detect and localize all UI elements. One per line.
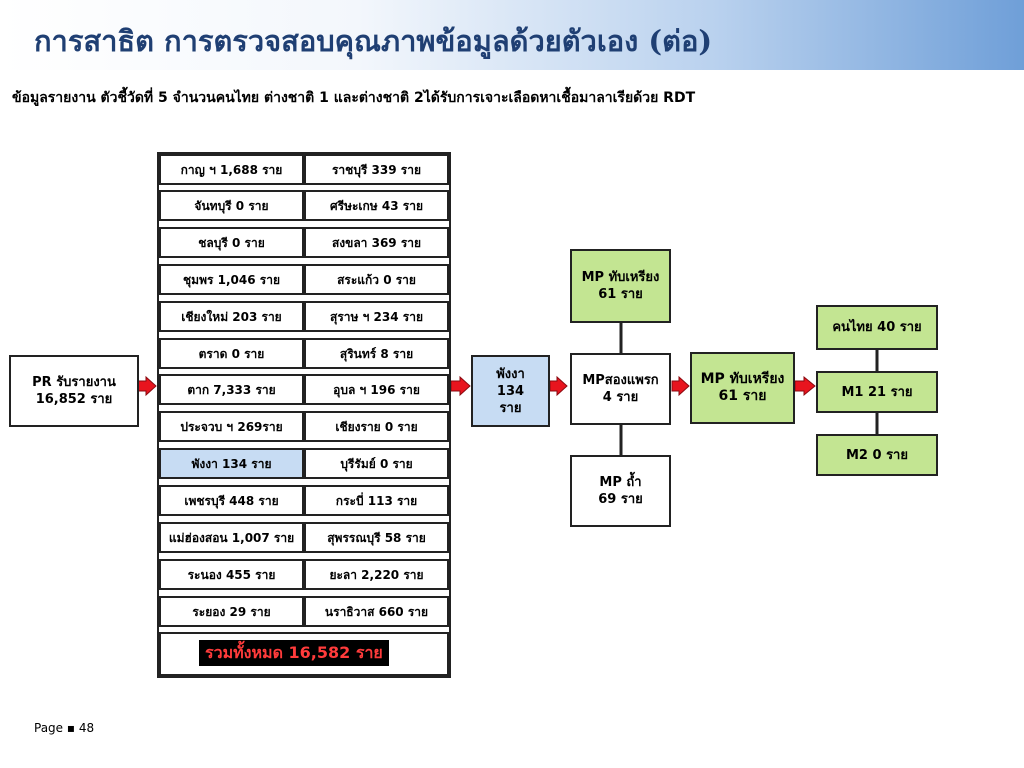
arrow-icon — [549, 375, 568, 397]
m2-box: M2 0 ราย — [816, 434, 938, 476]
mp-tham-line2: 69 ราย — [598, 492, 643, 507]
province-cell: กระบี่ 113 ราย — [304, 485, 449, 516]
total-label: รวมทั้งหมด 16,582 ราย — [199, 640, 389, 666]
mp-tham-line1: MP ถ้ำ — [599, 475, 642, 490]
province-cell: จันทบุรี 0 ราย — [159, 190, 304, 221]
province-cell: ชลบุรี 0 ราย — [159, 227, 304, 258]
province-cell: สุรินทร์ 8 ราย — [304, 338, 449, 369]
m1-label: M1 21 ราย — [841, 384, 913, 400]
province-cell: ราชบุรี 339 ราย — [304, 154, 449, 185]
province-cell: เพชรบุรี 448 ราย — [159, 485, 304, 516]
arrow-icon — [671, 375, 690, 397]
province-cell: เชียงใหม่ 203 ราย — [159, 301, 304, 332]
thai-box: คนไทย 40 ราย — [816, 305, 938, 350]
phangnga-line2: 134 — [496, 383, 525, 399]
province-cell: กาญ ฯ 1,688 ราย — [159, 154, 304, 185]
pr-report-line1: PR รับรายงาน — [32, 375, 116, 390]
pr-report-box: PR รับรายงาน 16,852 ราย — [9, 355, 139, 427]
mp-top-line2: 61 ราย — [598, 287, 643, 302]
province-cell: ตาก 7,333 ราย — [159, 374, 304, 405]
province-cell: ศรีษะเกษ 43 ราย — [304, 190, 449, 221]
mp-right-line2: 61 ราย — [718, 388, 767, 404]
province-cell: ยะลา 2,220 ราย — [304, 559, 449, 590]
arrow-icon — [794, 375, 816, 397]
mp-songpraek-box: MPสองแพรก 4 ราย — [570, 353, 671, 425]
thai-label: คนไทย 40 ราย — [832, 320, 922, 335]
header-banner — [0, 0, 1024, 70]
province-cell: ระนอง 455 ราย — [159, 559, 304, 590]
province-cell: สุพรรณบุรี 58 ราย — [304, 522, 449, 553]
mp-right-line1: MP ทับเหรียง — [700, 371, 785, 387]
arrow-icon — [450, 375, 471, 397]
phangnga-line3: ราย — [499, 400, 522, 416]
province-cell: ตราด 0 ราย — [159, 338, 304, 369]
page-number: Page ▪ 48 — [34, 721, 95, 735]
mp-tham-box: MP ถ้ำ 69 ราย — [570, 455, 671, 527]
province-cell: อุบล ฯ 196 ราย — [304, 374, 449, 405]
page-subtitle: ข้อมูลรายงาน ตัวชี้วัดที่ 5 จำนวนคนไทย ต… — [12, 90, 696, 106]
province-cell: บุรีรัมย์ 0 ราย — [304, 448, 449, 479]
province-cell: ชุมพร 1,046 ราย — [159, 264, 304, 295]
mp-songpraek-line1: MPสองแพรก — [582, 373, 659, 388]
pr-report-line2: 16,852 ราย — [35, 392, 113, 407]
m2-label: M2 0 ราย — [846, 447, 908, 463]
province-cell: นราธิวาส 660 ราย — [304, 596, 449, 627]
page-title: การสาธิต การตรวจสอบคุณภาพข้อมูลด้วยตัวเอ… — [34, 24, 713, 58]
phangnga-line1: พังงา — [496, 366, 525, 382]
province-cell: สุราษ ฯ 234 ราย — [304, 301, 449, 332]
mp-top-box: MP ทับเหรียง 61 ราย — [570, 249, 671, 323]
mp-right-box: MP ทับเหรียง 61 ราย — [690, 352, 795, 424]
province-cell: สระแก้ว 0 ราย — [304, 264, 449, 295]
province-cell: ระยอง 29 ราย — [159, 596, 304, 627]
province-cell: เชียงราย 0 ราย — [304, 411, 449, 442]
province-cell: สงขลา 369 ราย — [304, 227, 449, 258]
province-cell: แม่ฮ่องสอน 1,007 ราย — [159, 522, 304, 553]
mp-top-line1: MP ทับเหรียง — [581, 270, 660, 285]
arrow-icon — [137, 375, 157, 397]
province-cell: ประจวบ ฯ 269ราย — [159, 411, 304, 442]
m1-box: M1 21 ราย — [816, 371, 938, 413]
phangnga-box: พังงา 134 ราย — [471, 355, 550, 427]
mp-songpraek-line2: 4 ราย — [602, 390, 639, 405]
province-cell: พังงา 134 ราย — [159, 448, 304, 479]
